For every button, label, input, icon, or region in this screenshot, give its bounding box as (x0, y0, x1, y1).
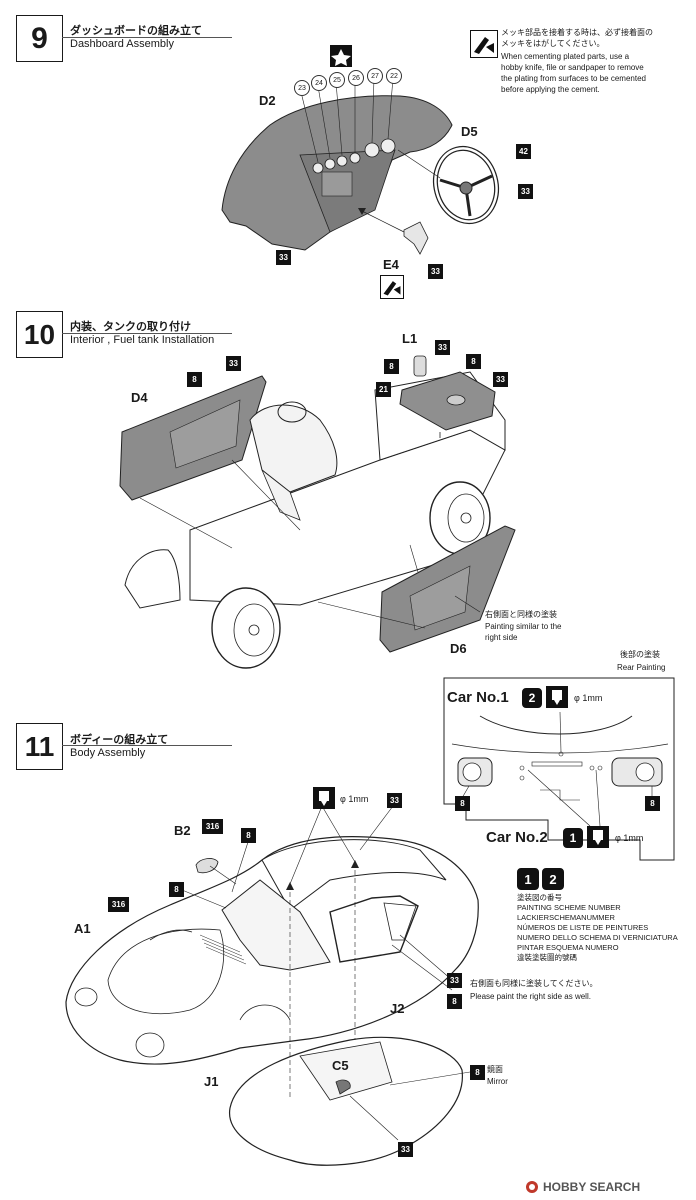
paint-code-badge: 33 (435, 340, 450, 355)
part-label-E4: E4 (383, 257, 399, 272)
paint-code-badge: 8 (384, 359, 399, 374)
step-title-jp: 内装、タンクの取り付け (70, 320, 191, 333)
part-label-J2: J2 (390, 1001, 405, 1016)
part-label-D6: D6 (450, 641, 467, 656)
step-divider (62, 745, 232, 746)
drill-size: φ 1mm (615, 833, 644, 843)
scheme-number-badge: 2 (542, 868, 564, 890)
paint-code-badge: 33 (447, 973, 462, 988)
plating-note-en-line: the plating from surfaces to be cemented (501, 74, 646, 83)
car1-label: Car No.1 (447, 689, 509, 706)
paint-code-badge: 8 (187, 372, 202, 387)
scheme-number-badge: 1 (517, 868, 539, 890)
rear-painting-title-en: Rear Painting (617, 663, 666, 672)
plating-warning-icon (380, 275, 404, 299)
scheme-legend-line: NUMERO DELLO SCHEMA DI VERNICIATURA (517, 933, 678, 942)
drill-icon (587, 826, 609, 848)
part-label-C5: C5 (332, 1058, 349, 1073)
paint-code-badge: 33 (493, 372, 508, 387)
step-title-en: Dashboard Assembly (70, 38, 174, 50)
paint-code-badge: 33 (398, 1142, 413, 1157)
plating-note-jp-line: メッキをはがしてください。 (501, 39, 605, 48)
right-side-note-en: Please paint the right side as well. (470, 992, 591, 1001)
side-painting-note-en: Painting similar to the right side (485, 621, 561, 643)
gauge-number: 25 (329, 72, 345, 88)
drill-icon (313, 787, 335, 809)
right-side-note-jp: 右側面も同様に塗装してください。 (470, 979, 598, 988)
paint-code-badge: 8 (241, 828, 256, 843)
step-divider (62, 333, 232, 334)
paint-code-badge: 316 (202, 819, 223, 834)
drill-icon (546, 686, 568, 708)
car2-label: Car No.2 (486, 829, 548, 846)
step-number-11: 11 (16, 723, 63, 770)
step-title-en: Body Assembly (70, 747, 146, 759)
hobby-search-text: HOBBY SEARCH (543, 1180, 641, 1194)
part-label-A1: A1 (74, 921, 91, 936)
paint-code-badge: 316 (108, 897, 129, 912)
plating-note-en-line: hobby knife, file or sandpaper to remove (501, 63, 644, 72)
scheme-legend-line: PAINTING SCHEME NUMBER (517, 903, 621, 912)
hobby-search-logo: HOBBY SEARCH (525, 1180, 640, 1194)
mirror-note-en: Mirror (487, 1077, 508, 1086)
side-painting-note-en-line: Painting similar to the (485, 622, 562, 631)
paint-code-badge: 42 (516, 144, 531, 159)
plating-warning-icon (470, 30, 498, 58)
rear-painting-title-jp: 後部の塗装 (620, 650, 660, 659)
step-number-9: 9 (16, 15, 63, 62)
scheme-legend-line: 違裝塗裝圖的號碼 (517, 953, 577, 962)
step-title-jp: ボディーの組み立て (70, 733, 169, 746)
part-label-D5: D5 (461, 124, 478, 139)
gauge-number: 22 (386, 68, 402, 84)
part-label-B2: B2 (174, 823, 191, 838)
scheme-legend-line: NÚMEROS DE LISTE DE PEINTURES (517, 923, 649, 932)
paint-code-badge: 8 (466, 354, 481, 369)
plating-note-en: When cementing plated parts, use a hobby… (501, 51, 646, 95)
scheme-legend-text: 塗装図の番号 PAINTING SCHEME NUMBER LACKIERSCH… (517, 893, 678, 963)
scheme-legend-line: PINTAR ESQUEMA NUMERO (517, 943, 619, 952)
step-title-en: Interior , Fuel tank Installation (70, 334, 215, 346)
paint-code-badge: 8 (645, 796, 660, 811)
scheme-legend-line: LACKIERSCHEMANUMMER (517, 913, 615, 922)
plating-note-en-line: When cementing plated parts, use a (501, 52, 630, 61)
drill-size: φ 1mm (574, 693, 603, 703)
gauge-number: 27 (367, 68, 383, 84)
paint-code-badge: 33 (428, 264, 443, 279)
scheme-number-badge: 2 (522, 688, 542, 708)
paint-code-badge: 8 (455, 796, 470, 811)
scheme-number-badge: 1 (563, 828, 583, 848)
plating-note-jp: メッキ部品を接着する時は、必ず接着面の メッキをはがしてください。 (501, 27, 653, 49)
plating-note-jp-line: メッキ部品を接着する時は、必ず接着面の (501, 28, 653, 37)
gauge-number: 26 (348, 70, 364, 86)
step-divider (62, 37, 232, 38)
scheme-legend-line: 塗装図の番号 (517, 893, 562, 902)
paint-code-badge: 8 (169, 882, 184, 897)
paint-code-badge: 33 (276, 250, 291, 265)
part-label-L1: L1 (402, 331, 418, 346)
step-title-jp: ダッシュボードの組み立て (70, 24, 202, 37)
drill-size: φ 1mm (340, 794, 369, 804)
paint-code-badge: 21 (376, 382, 391, 397)
paint-code-badge: 33 (518, 184, 533, 199)
paint-code-badge: 33 (387, 793, 402, 808)
part-label-J1: J1 (204, 1074, 219, 1089)
part-label-D4: D4 (131, 390, 148, 405)
paint-code-badge: 33 (226, 356, 241, 371)
side-painting-note-en-line: right side (485, 633, 518, 642)
gauge-number: 24 (311, 75, 327, 91)
plating-note-en-line: before applying the cement. (501, 85, 600, 94)
step-number-10: 10 (16, 311, 63, 358)
part-label-D2: D2 (259, 93, 276, 108)
gauge-number: 23 (294, 80, 310, 96)
side-painting-note-jp: 右側面と同様の塗装 (485, 610, 557, 619)
mirror-note-jp: 鏡面 (487, 1065, 503, 1074)
paint-code-badge: 8 (470, 1065, 485, 1080)
paint-code-badge: 8 (447, 994, 462, 1009)
